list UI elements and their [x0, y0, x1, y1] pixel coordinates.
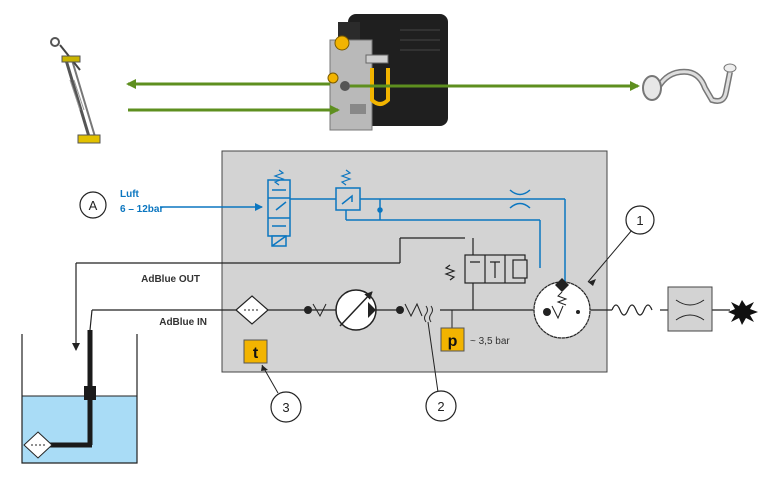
filter-symbol [235, 295, 269, 325]
check-valve-inlet [304, 303, 327, 318]
dosing-nozzle-illustration [642, 63, 737, 104]
spray-burst-icon [728, 300, 758, 325]
pump-symbol [335, 289, 377, 331]
air-title-label: Luft [120, 189, 140, 200]
adblue-in-line [89, 304, 730, 331]
check-valve-outlet [396, 302, 433, 323]
callout-2: 2 [425, 321, 457, 422]
svg-text:t: t [253, 345, 259, 362]
air-pressure-label: 6 – 12bar [120, 204, 163, 215]
adblue-out-line [72, 237, 528, 351]
air-circuit [160, 169, 566, 283]
callout-3: 3 [261, 364, 302, 423]
adblue-tank [21, 330, 138, 464]
svg-text:2: 2 [437, 399, 444, 414]
supply-module-illustration [327, 14, 448, 131]
adblue-in-label: AdBlue IN [159, 317, 207, 328]
callout-1: 1 [587, 205, 655, 286]
adblue-out-label: AdBlue OUT [141, 274, 200, 285]
temperature-sensor: t [243, 339, 268, 364]
svg-text:A: A [89, 198, 98, 213]
throttle-box [667, 286, 713, 332]
svg-text:3: 3 [282, 400, 289, 415]
callout-a: A [79, 191, 107, 219]
svg-text:p: p [448, 333, 458, 350]
pressure-value-label: ~ 3,5 bar [470, 336, 510, 347]
pressure-sensor: p [440, 310, 465, 352]
svg-text:1: 1 [636, 213, 643, 228]
tank-sensor-illustration [50, 37, 101, 144]
dosing-valve [533, 278, 591, 339]
